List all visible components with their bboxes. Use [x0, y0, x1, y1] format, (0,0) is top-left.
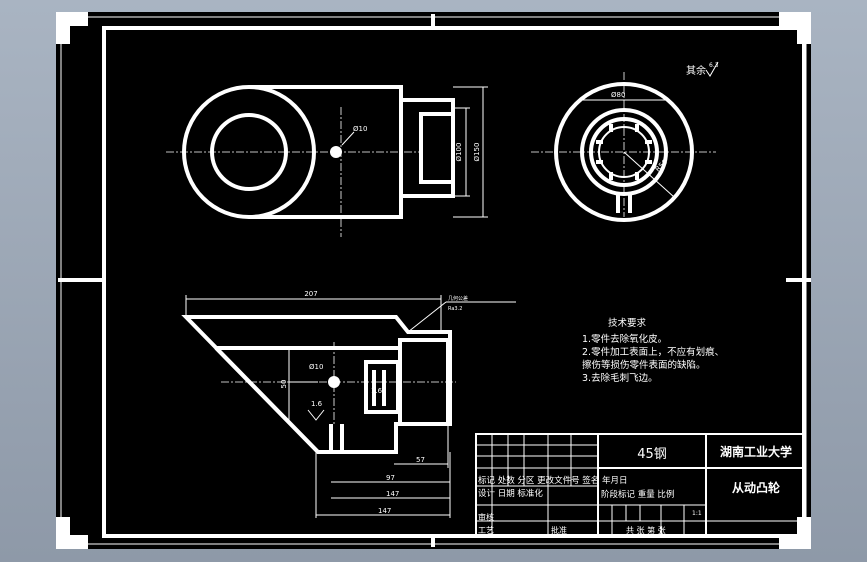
bottom-view: 207 Ø10 1.6 50 1.6 57 97 147 147 几	[181, 290, 516, 518]
roughness-value: 6.3	[709, 62, 719, 69]
scale-label: 1:1	[692, 510, 702, 517]
tech-requirements: 技术要求 1.零件去除氧化皮。 2.零件加工表面上，不应有划痕、 擦伤等损伤零件…	[582, 317, 724, 384]
centering-marks	[58, 14, 811, 547]
sheets-row-label: 共 张 第 张	[626, 525, 666, 535]
roughness-note: 其余 6.3	[686, 61, 719, 77]
tech-line-1: 1.零件去除氧化皮。	[582, 333, 667, 345]
bottom-length-dim: 207	[304, 290, 317, 298]
bottom-dim-97: 97	[386, 474, 395, 482]
leader-note-1: 几何公差	[448, 295, 468, 302]
bottom-surface-dim: 1.6	[311, 400, 323, 408]
bottom-hole-dim: Ø10	[309, 363, 323, 371]
tech-line-3: 擦伤等损伤零件表面的缺陷。	[582, 359, 706, 371]
front-height-dim-1: Ø100	[455, 143, 463, 162]
header-row-label: 标记 处数 分区 更改文件号 签名 年月日	[478, 475, 628, 486]
front-height-dim-2: Ø150	[473, 143, 481, 162]
review-label: 审核	[478, 512, 494, 522]
school-label: 湖南工业大学	[720, 444, 792, 459]
approve-label: 批准	[551, 525, 567, 535]
bottom-dim-147-b: 147	[378, 507, 391, 515]
bottom-dim-147-a: 147	[386, 490, 399, 498]
tech-line-2: 2.零件加工表面上，不应有划痕、	[582, 346, 724, 358]
tech-title: 技术要求	[608, 317, 647, 329]
design-row-label: 设计 日期 标准化	[478, 488, 543, 499]
part-name-label: 从动凸轮	[732, 480, 781, 495]
stage-row-label: 阶段标记 重量 比例	[601, 489, 674, 500]
bottom-dim-57: 57	[416, 456, 425, 464]
front-view: Ø10 Ø100 Ø150	[166, 85, 488, 237]
outer-border	[60, 16, 807, 545]
side-outer-dim: Ø80	[611, 91, 625, 99]
drawing-sheet: 其余 6.3 Ø10 Ø100 Ø150	[56, 12, 811, 549]
roughness-note-label: 其余	[686, 64, 706, 77]
bottom-width-dim: 1.6	[371, 387, 383, 395]
material-label: 45钢	[637, 447, 667, 462]
tech-line-4: 3.去除毛刺飞边。	[582, 372, 658, 384]
bottom-vertical-dim: 50	[280, 380, 288, 389]
side-view: Ø80 R50	[531, 72, 716, 222]
title-block: 45钢 湖南工业大学 从动凸轮 标记 处数 分区 更改文件号 签名 年月日 设计…	[475, 433, 805, 537]
process-label: 工艺	[478, 526, 494, 535]
front-hole-dim: Ø10	[353, 125, 367, 133]
leader-note-2: Ra3.2	[448, 306, 462, 312]
